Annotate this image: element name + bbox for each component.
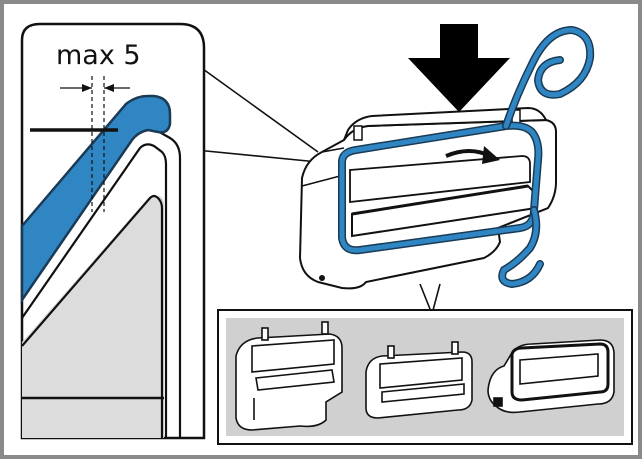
seal-loop-fill — [339, 123, 541, 253]
detail-seal-strip — [20, 94, 172, 305]
adapter-flap-edge — [351, 184, 529, 216]
variant-medium-adapter — [365, 341, 473, 419]
detail-panel-interior — [22, 196, 164, 438]
main-adapter — [298, 25, 595, 290]
adapter-screw — [319, 275, 325, 281]
detail-inner-wall-2 — [21, 194, 164, 438]
variants-inset — [217, 309, 633, 445]
seal-tail-top-fill — [503, 27, 593, 129]
max-dimension-label: max 5 — [56, 40, 141, 71]
detail-inner-wall — [21, 143, 168, 438]
variant-rounded-adapter — [487, 339, 615, 414]
adapter-side-edge — [301, 175, 341, 187]
curved-arrow-head — [482, 146, 500, 164]
zoom-callout-lines — [195, 63, 441, 315]
adapter-tab-left — [353, 125, 363, 141]
down-arrow-icon — [408, 24, 510, 112]
adapter-corner-edge — [321, 147, 345, 153]
detail-callout: max 5 — [20, 22, 206, 440]
seal-tail-bottom-fill — [499, 207, 543, 287]
dimension-arrow-right — [104, 84, 114, 92]
variant-small-adapter — [235, 321, 343, 431]
dimension-arrow-left — [82, 84, 92, 92]
adapter-opening — [349, 155, 531, 204]
